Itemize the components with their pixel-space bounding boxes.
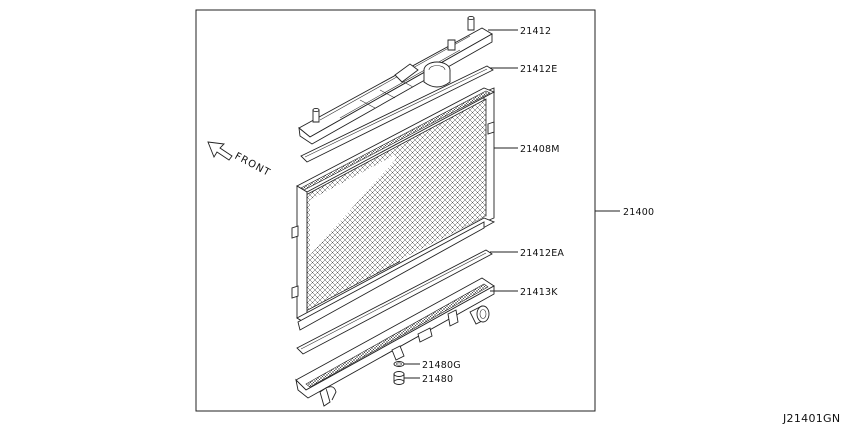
lower-gasket [296, 249, 493, 355]
radiator-core [291, 87, 496, 331]
upper-tank [298, 15, 493, 145]
callout-21413k: 21413K [520, 287, 558, 298]
lower-tank [295, 277, 495, 407]
drain-plug [393, 371, 405, 385]
leader-lines [404, 29, 620, 379]
front-arrow-icon [207, 141, 233, 161]
callout-21400: 21400 [623, 207, 654, 218]
front-direction-label: FRONT [233, 151, 273, 179]
callout-21412: 21412 [520, 26, 551, 37]
diagram-code: J21401GN [782, 412, 840, 425]
callout-21412e: 21412E [520, 64, 557, 75]
callout-21412ea: 21412EA [520, 248, 564, 259]
callout-21480: 21480 [422, 374, 453, 385]
callout-21480g: 21480G [422, 360, 461, 371]
upper-gasket [300, 65, 494, 163]
callout-21408m: 21408M [520, 144, 560, 155]
drain-plug-gasket [393, 361, 405, 367]
